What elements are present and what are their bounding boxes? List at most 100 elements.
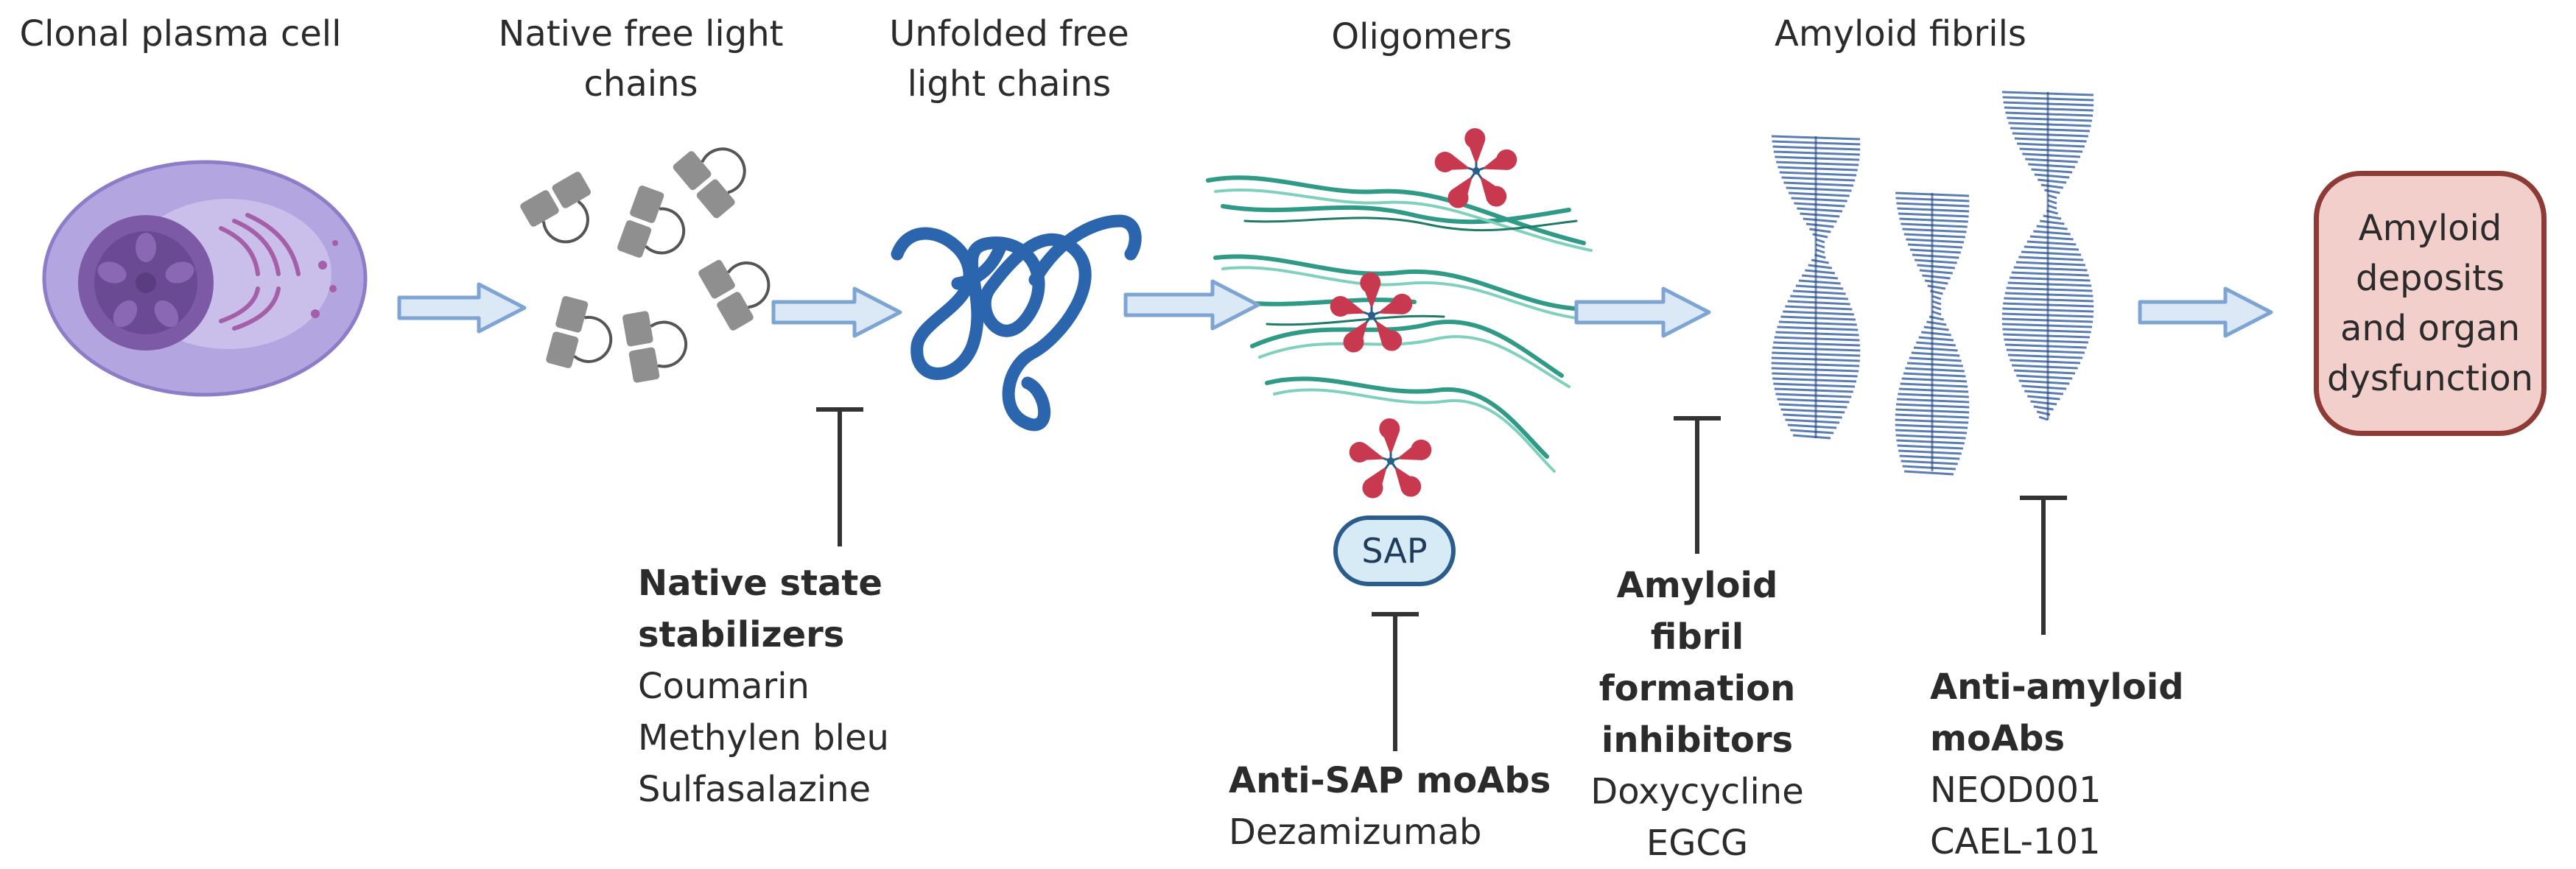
fibril-strand <box>2007 353 2083 359</box>
fibril-strand <box>2024 390 2064 395</box>
fibril-strand <box>1791 197 1847 203</box>
stage-label-line: Amyloid fibrils <box>1775 13 2026 54</box>
drug-item: CAEL-101 <box>1930 821 2101 862</box>
intervention-heading: inhibitors <box>1601 720 1794 761</box>
fibril-strand <box>2021 384 2067 390</box>
fibril-strand <box>1781 176 1856 182</box>
fibril-strand <box>1811 258 1829 264</box>
sap-badge: SAP <box>1333 516 1456 586</box>
fibril-strand <box>1897 444 1963 450</box>
fibril-strand <box>1903 233 1965 239</box>
plasma-cell-icon <box>42 160 368 397</box>
stage-label-line: Clonal plasma cell <box>19 13 342 54</box>
stage-label-clonal-plasma-cell: Clonal plasma cell <box>7 9 354 59</box>
fibril-strand <box>2026 240 2077 246</box>
fibril-strand <box>1797 207 1843 213</box>
fibril-strand <box>1918 336 1954 342</box>
fibril-strand <box>1773 382 1856 388</box>
fibril-strand <box>2005 111 2094 117</box>
fibril-strand <box>2003 333 2090 339</box>
fibril-strand <box>2007 281 2092 287</box>
fibril-strand <box>1924 279 1948 285</box>
stage-label-line: Native free light <box>498 13 784 54</box>
stage-label-line: Oligomers <box>1331 16 1512 57</box>
fibril-strand <box>1898 387 1969 393</box>
fibril-strand <box>1931 310 1942 316</box>
fibril-strand <box>2013 369 2076 375</box>
inhibitor-bar-icon <box>2020 496 2067 635</box>
stage-label-unfolded-light-chains: Unfolded free light chains <box>840 9 1179 109</box>
fibril-strand <box>1931 305 1942 311</box>
fibril-strand <box>1775 393 1852 398</box>
fibril-strand <box>2010 276 2091 282</box>
fibril-strand <box>2047 194 2057 200</box>
fibril-strand <box>2006 286 2093 292</box>
fibril-strand <box>1777 326 1859 331</box>
fibril-strand <box>1815 243 1825 249</box>
fibril-strand <box>2036 225 2068 231</box>
fibril-strand <box>1778 320 1857 326</box>
fibril-strand <box>1901 460 1958 465</box>
fibril-strand <box>2015 261 2085 267</box>
fibril-strand <box>1790 295 1848 300</box>
drug-item: EGCG <box>1646 823 1749 864</box>
fibril-strand <box>2033 405 2054 411</box>
outcome-line: Amyloid <box>2358 208 2502 249</box>
drug-item: Methylen bleu <box>638 717 889 759</box>
fibril-strand <box>1795 284 1844 290</box>
drug-item: Dezamizumab <box>1229 812 1482 853</box>
fibril-strand <box>2011 271 2089 277</box>
fibril-strand <box>2014 137 2087 143</box>
fibril-strand <box>1902 228 1967 233</box>
fibril-strand <box>2038 178 2067 184</box>
stage-label-amyloid-fibrils: Amyloid fibrils <box>1731 9 2070 59</box>
drug-item: NEOD001 <box>1930 770 2102 811</box>
fibril-strand <box>1790 429 1834 434</box>
fibril-strand <box>2033 230 2071 236</box>
fibril-strand <box>1786 186 1852 192</box>
fibril-strand <box>2018 379 2070 385</box>
fibril-strand <box>1901 222 1968 228</box>
fibril-strand <box>1775 331 1859 337</box>
fibril-strand <box>2012 364 2078 370</box>
fibril-strand <box>2047 204 2057 210</box>
intervention-heading: Anti-amyloid moAbs <box>1930 666 2184 759</box>
fibril-strand <box>1915 258 1957 264</box>
fibril-strand <box>1899 454 1960 460</box>
inhibitor-bar-icon <box>1372 612 1419 751</box>
stage-label-native-light-chains: Native free light chains <box>471 9 810 109</box>
fibril-strand <box>2029 235 2074 241</box>
fibril-strand <box>1917 264 1955 270</box>
fibril-strand <box>1901 377 1968 383</box>
fibril-strand <box>1805 269 1836 275</box>
fibril-strand <box>1899 217 1968 223</box>
fibril-strand <box>2025 158 2078 163</box>
fibril-strand <box>1903 372 1966 378</box>
fibril-strand <box>1800 212 1840 218</box>
fibril-strand <box>1922 274 1951 280</box>
fibril-strand <box>1785 418 1840 424</box>
intervention-anti-amyloid-moabs: Anti-amyloid moAbs NEOD001 CAEL-101 <box>1930 661 2298 868</box>
fibril-strand <box>2047 199 2057 205</box>
intervention-heading: Anti-SAP moAbs <box>1229 760 1551 801</box>
fibril-strand <box>1780 315 1856 321</box>
arrow-icon <box>1574 286 1711 338</box>
outcome-line: and organ <box>2340 308 2521 349</box>
fibril-strand <box>2022 152 2081 158</box>
fibril-strand <box>1931 295 1942 300</box>
fibril-strand <box>1907 243 1963 249</box>
fibril-strand <box>1787 423 1837 429</box>
fibril-strand <box>1778 403 1847 409</box>
unfolded-light-chain-icon <box>891 214 1142 432</box>
outcome-box: Amyloid deposits and organ dysfunction <box>2314 171 2547 436</box>
drug-item: Doxycycline <box>1590 771 1804 812</box>
fibril-strand <box>2016 374 2073 380</box>
fibril-strand <box>2004 343 2087 349</box>
fibril-strand <box>1896 439 1965 445</box>
fibril-strand <box>2007 116 2093 122</box>
fibril-strand <box>2028 163 2076 169</box>
fibril-strand <box>2027 395 2060 401</box>
fibril-strand <box>1903 470 1954 476</box>
fibril-strand <box>2019 147 2083 153</box>
